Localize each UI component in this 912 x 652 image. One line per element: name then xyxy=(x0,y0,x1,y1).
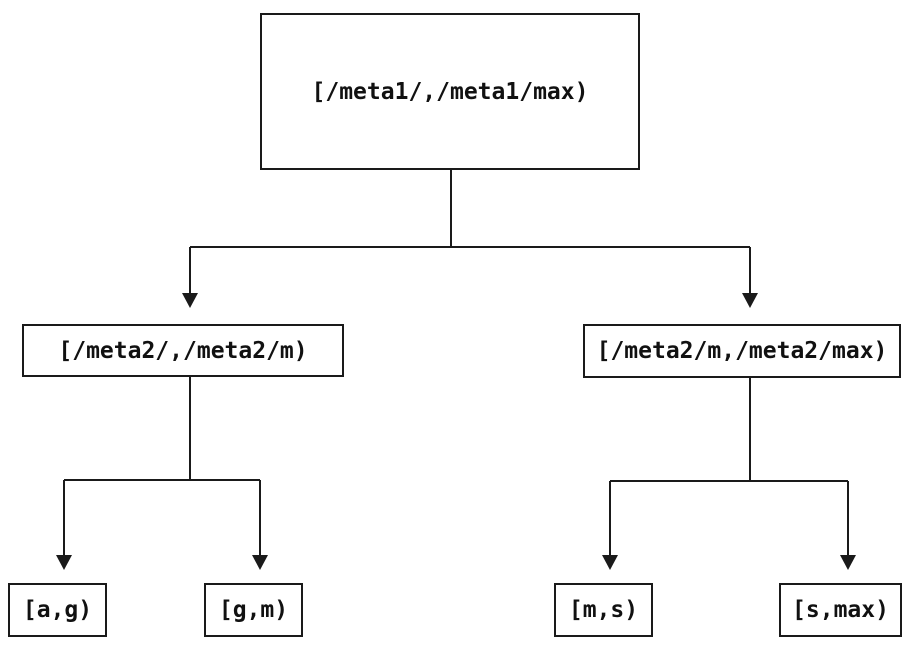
node-label: [/meta2/m,/meta2/max) xyxy=(596,338,888,364)
node-label: [s,max) xyxy=(792,597,889,623)
node-label: [g,m) xyxy=(218,597,289,623)
node-leaf-g-m: [g,m) xyxy=(204,583,303,637)
arrowhead-icon xyxy=(602,555,618,570)
node-label: [m,s) xyxy=(568,597,639,623)
node-leaf-s-max: [s,max) xyxy=(779,583,902,637)
arrowhead-icon xyxy=(56,555,72,570)
node-meta2-left: [/meta2/,/meta2/m) xyxy=(22,324,344,377)
node-label: [/meta2/,/meta2/m) xyxy=(58,337,308,364)
node-label: [/meta1/,/meta1/max) xyxy=(311,78,589,105)
node-leaf-m-s: [m,s) xyxy=(554,583,653,637)
arrowhead-icon xyxy=(252,555,268,570)
node-leaf-a-g: [a,g) xyxy=(8,583,107,637)
arrowhead-icon xyxy=(840,555,856,570)
arrowhead-icon xyxy=(182,293,198,308)
arrowhead-icon xyxy=(742,293,758,308)
node-root: [/meta1/,/meta1/max) xyxy=(260,13,640,170)
node-label: [a,g) xyxy=(22,597,93,623)
node-meta2-right: [/meta2/m,/meta2/max) xyxy=(583,324,901,378)
